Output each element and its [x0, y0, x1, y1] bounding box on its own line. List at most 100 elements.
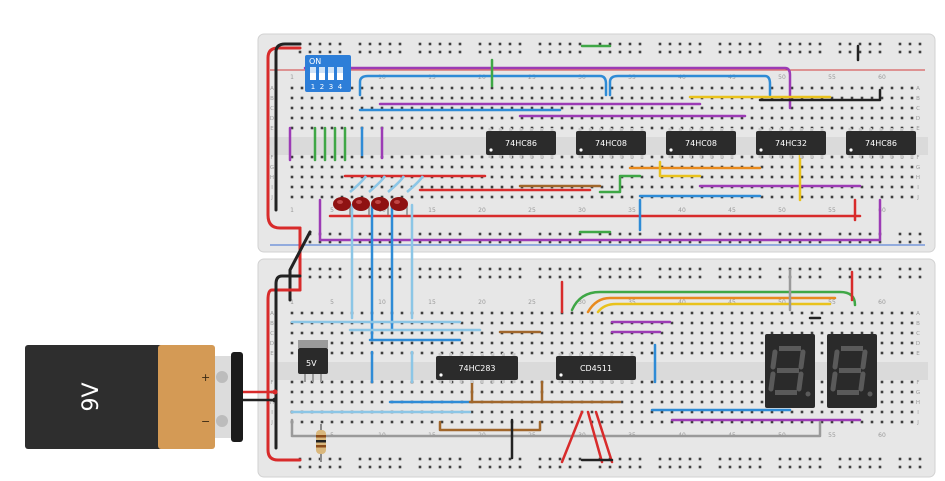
rail-hole[interactable]: [908, 42, 912, 46]
rail-hole[interactable]: [578, 232, 582, 236]
rail-hole[interactable]: [368, 240, 372, 244]
rail-hole[interactable]: [478, 457, 482, 461]
hole[interactable]: [760, 400, 764, 404]
hole[interactable]: [370, 86, 374, 90]
hole[interactable]: [820, 351, 824, 355]
hole[interactable]: [900, 195, 904, 199]
hole[interactable]: [320, 106, 324, 110]
dip-switch-toggles[interactable]: [310, 67, 343, 80]
hole[interactable]: [510, 175, 514, 179]
hole[interactable]: [900, 380, 904, 384]
hole[interactable]: [640, 390, 644, 394]
rail-hole[interactable]: [808, 267, 812, 271]
rail-hole[interactable]: [728, 457, 732, 461]
rail-hole[interactable]: [818, 232, 822, 236]
hole[interactable]: [840, 106, 844, 110]
hole[interactable]: [420, 96, 424, 100]
hole[interactable]: [830, 96, 834, 100]
hole[interactable]: [480, 106, 484, 110]
rail-hole[interactable]: [378, 267, 382, 271]
hole[interactable]: [710, 341, 714, 345]
hole[interactable]: [440, 126, 444, 130]
rail-hole[interactable]: [388, 240, 392, 244]
hole[interactable]: [430, 390, 434, 394]
hole[interactable]: [830, 331, 834, 335]
hole[interactable]: [400, 185, 404, 189]
rail-hole[interactable]: [688, 50, 692, 54]
hole[interactable]: [620, 390, 624, 394]
rail-hole[interactable]: [328, 42, 332, 46]
hole[interactable]: [330, 195, 334, 199]
hole[interactable]: [730, 331, 734, 335]
hole[interactable]: [580, 390, 584, 394]
hole[interactable]: [570, 175, 574, 179]
hole[interactable]: [740, 86, 744, 90]
hole[interactable]: [460, 341, 464, 345]
hole[interactable]: [710, 86, 714, 90]
rail-hole[interactable]: [328, 465, 332, 469]
rail-hole[interactable]: [798, 465, 802, 469]
hole[interactable]: [770, 86, 774, 90]
rail-hole[interactable]: [478, 240, 482, 244]
hole[interactable]: [650, 126, 654, 130]
rail-hole[interactable]: [428, 275, 432, 279]
hole[interactable]: [730, 400, 734, 404]
hole[interactable]: [690, 106, 694, 110]
hole[interactable]: [710, 390, 714, 394]
hole[interactable]: [800, 311, 804, 315]
hole[interactable]: [590, 410, 594, 414]
wire-bot-yellow-arc[interactable]: [596, 302, 832, 314]
hole[interactable]: [530, 195, 534, 199]
hole[interactable]: [310, 96, 314, 100]
hole[interactable]: [820, 380, 824, 384]
rail-hole[interactable]: [658, 275, 662, 279]
hole[interactable]: [880, 86, 884, 90]
hole[interactable]: [910, 400, 914, 404]
hole[interactable]: [900, 86, 904, 90]
hole[interactable]: [580, 106, 584, 110]
hole[interactable]: [880, 341, 884, 345]
hole[interactable]: [470, 86, 474, 90]
hole[interactable]: [660, 116, 664, 120]
hole[interactable]: [740, 351, 744, 355]
hole[interactable]: [360, 390, 364, 394]
hole[interactable]: [710, 311, 714, 315]
hole[interactable]: [440, 331, 444, 335]
hole[interactable]: [390, 331, 394, 335]
hole[interactable]: [290, 341, 294, 345]
hole[interactable]: [650, 420, 654, 424]
rail-hole[interactable]: [328, 240, 332, 244]
hole[interactable]: [890, 185, 894, 189]
rail-hole[interactable]: [328, 457, 332, 461]
hole[interactable]: [780, 410, 784, 414]
hole[interactable]: [910, 341, 914, 345]
hole[interactable]: [540, 410, 544, 414]
hole[interactable]: [570, 195, 574, 199]
hole[interactable]: [730, 341, 734, 345]
hole[interactable]: [400, 126, 404, 130]
hole[interactable]: [340, 106, 344, 110]
hole[interactable]: [500, 126, 504, 130]
hole[interactable]: [380, 390, 384, 394]
hole[interactable]: [700, 400, 704, 404]
hole[interactable]: [760, 126, 764, 130]
hole[interactable]: [430, 311, 434, 315]
rail-hole[interactable]: [448, 267, 452, 271]
hole[interactable]: [610, 116, 614, 120]
hole[interactable]: [530, 175, 534, 179]
rail-hole[interactable]: [448, 275, 452, 279]
hole[interactable]: [440, 390, 444, 394]
hole[interactable]: [380, 106, 384, 110]
hole[interactable]: [300, 86, 304, 90]
hole[interactable]: [840, 311, 844, 315]
hole[interactable]: [600, 175, 604, 179]
hole[interactable]: [360, 96, 364, 100]
hole[interactable]: [760, 155, 764, 159]
rail-hole[interactable]: [598, 275, 602, 279]
rail-hole[interactable]: [848, 457, 852, 461]
hole[interactable]: [680, 410, 684, 414]
hole[interactable]: [460, 185, 464, 189]
hole[interactable]: [630, 341, 634, 345]
hole[interactable]: [600, 420, 604, 424]
